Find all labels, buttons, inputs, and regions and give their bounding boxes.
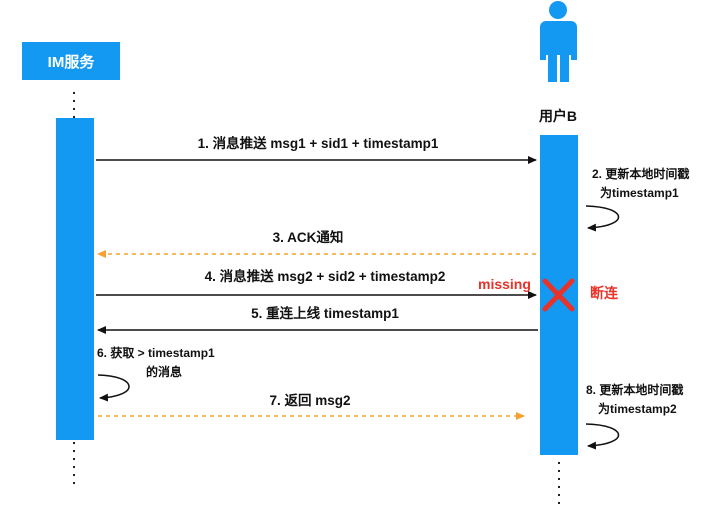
label-reconnect: 5. 重连上线 timestamp1 <box>251 305 399 321</box>
label-return-msg2: 7. 返回 msg2 <box>269 393 350 408</box>
person-icon <box>540 1 577 82</box>
service-title: IM服务 <box>48 53 96 71</box>
note-update1-line1: 2. 更新本地时间戳 <box>592 166 689 181</box>
service-activation-bar <box>56 118 94 440</box>
self-loop-update1 <box>585 205 620 232</box>
user-label: 用户B <box>539 108 577 124</box>
label-msg1-push: 1. 消息推送 msg1 + sid1 + timestamp1 <box>198 135 439 151</box>
self-loop-update2 <box>585 423 620 450</box>
note-fetch-line1: 6. 获取 > timestamp1 <box>97 345 215 360</box>
label-ack: 3. ACK通知 <box>273 229 344 245</box>
disconnect-label: 断连 <box>590 285 619 301</box>
note-update2-line1: 8. 更新本地时间戳 <box>586 382 683 397</box>
service-title-box <box>22 42 120 80</box>
missing-label: missing <box>478 276 531 292</box>
self-loop-fetch <box>97 374 130 402</box>
note-update1-line2: 为timestamp1 <box>600 185 679 200</box>
cross-icon <box>542 278 575 312</box>
note-fetch-line2: 的消息 <box>146 364 182 379</box>
label-msg2-push: 4. 消息推送 msg2 + sid2 + timestamp2 <box>205 268 446 284</box>
note-update2-line2: 为timestamp2 <box>598 401 677 416</box>
